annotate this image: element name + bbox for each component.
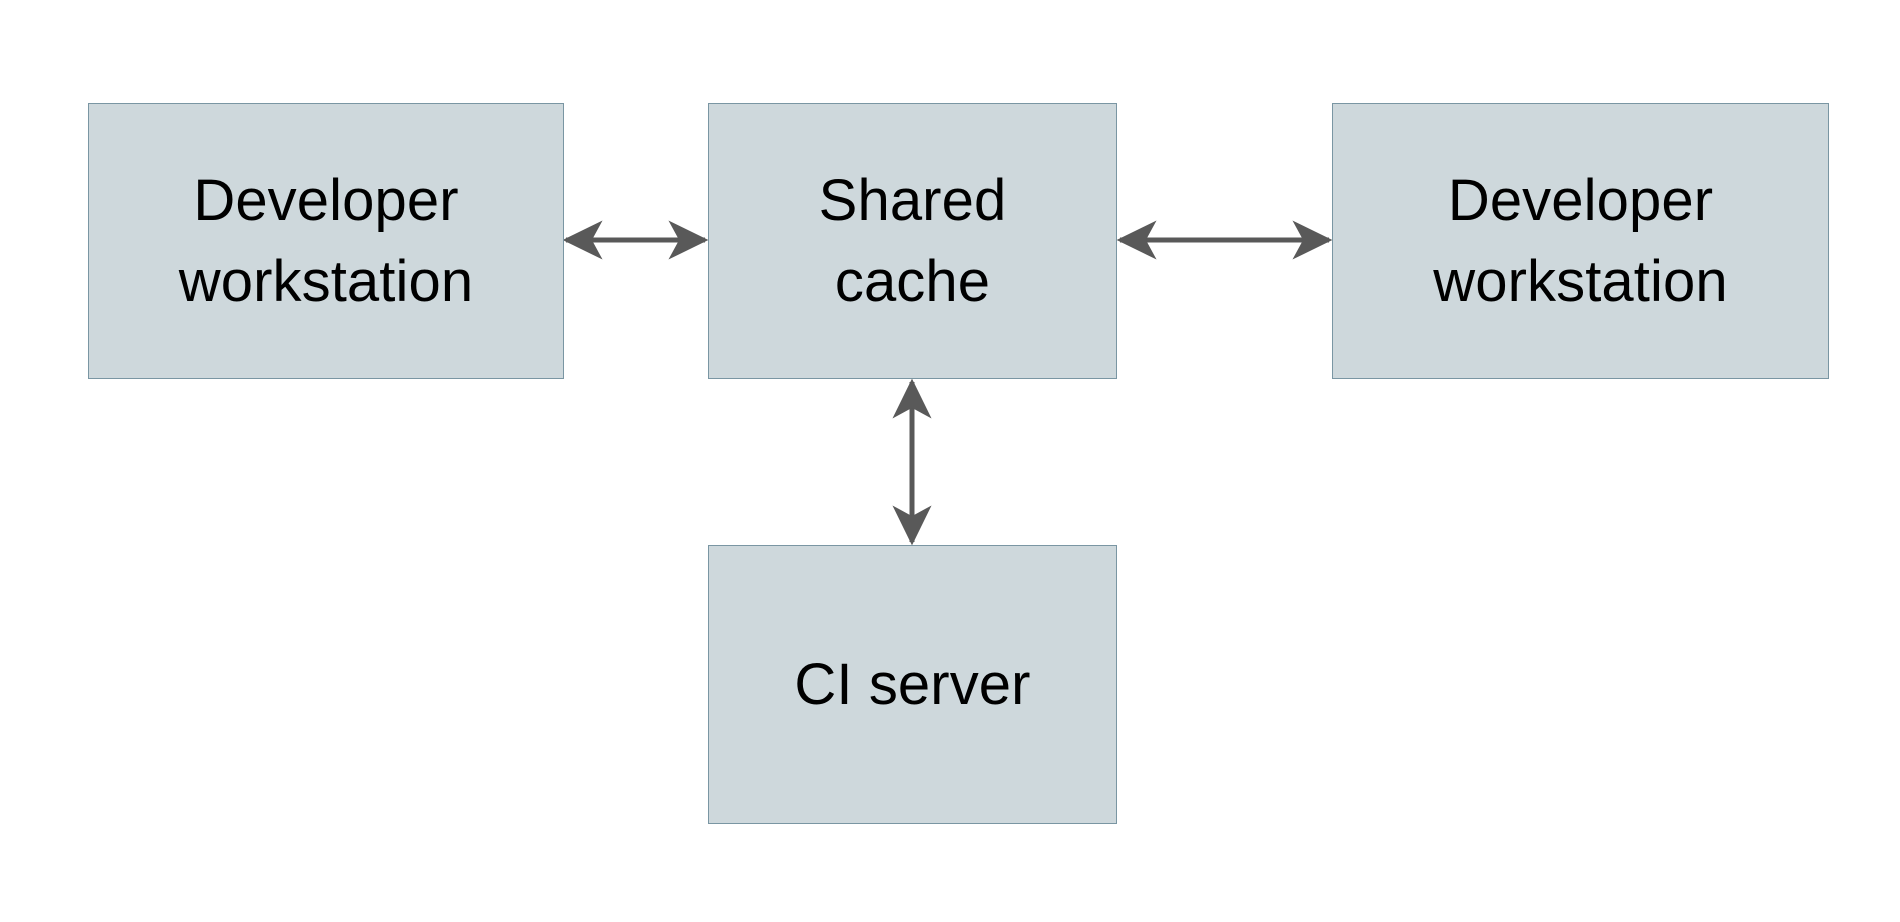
node-label: Developer workstation xyxy=(178,167,474,314)
node-label: Shared cache xyxy=(818,167,1007,314)
node-ci-server[interactable]: CI server xyxy=(708,545,1117,824)
node-developer-workstation-left[interactable]: Developer workstation xyxy=(88,103,564,379)
node-label: Developer workstation xyxy=(1433,167,1728,314)
node-developer-workstation-right[interactable]: Developer workstation xyxy=(1332,103,1829,379)
node-shared-cache[interactable]: Shared cache xyxy=(708,103,1117,379)
node-label: CI server xyxy=(794,651,1031,717)
